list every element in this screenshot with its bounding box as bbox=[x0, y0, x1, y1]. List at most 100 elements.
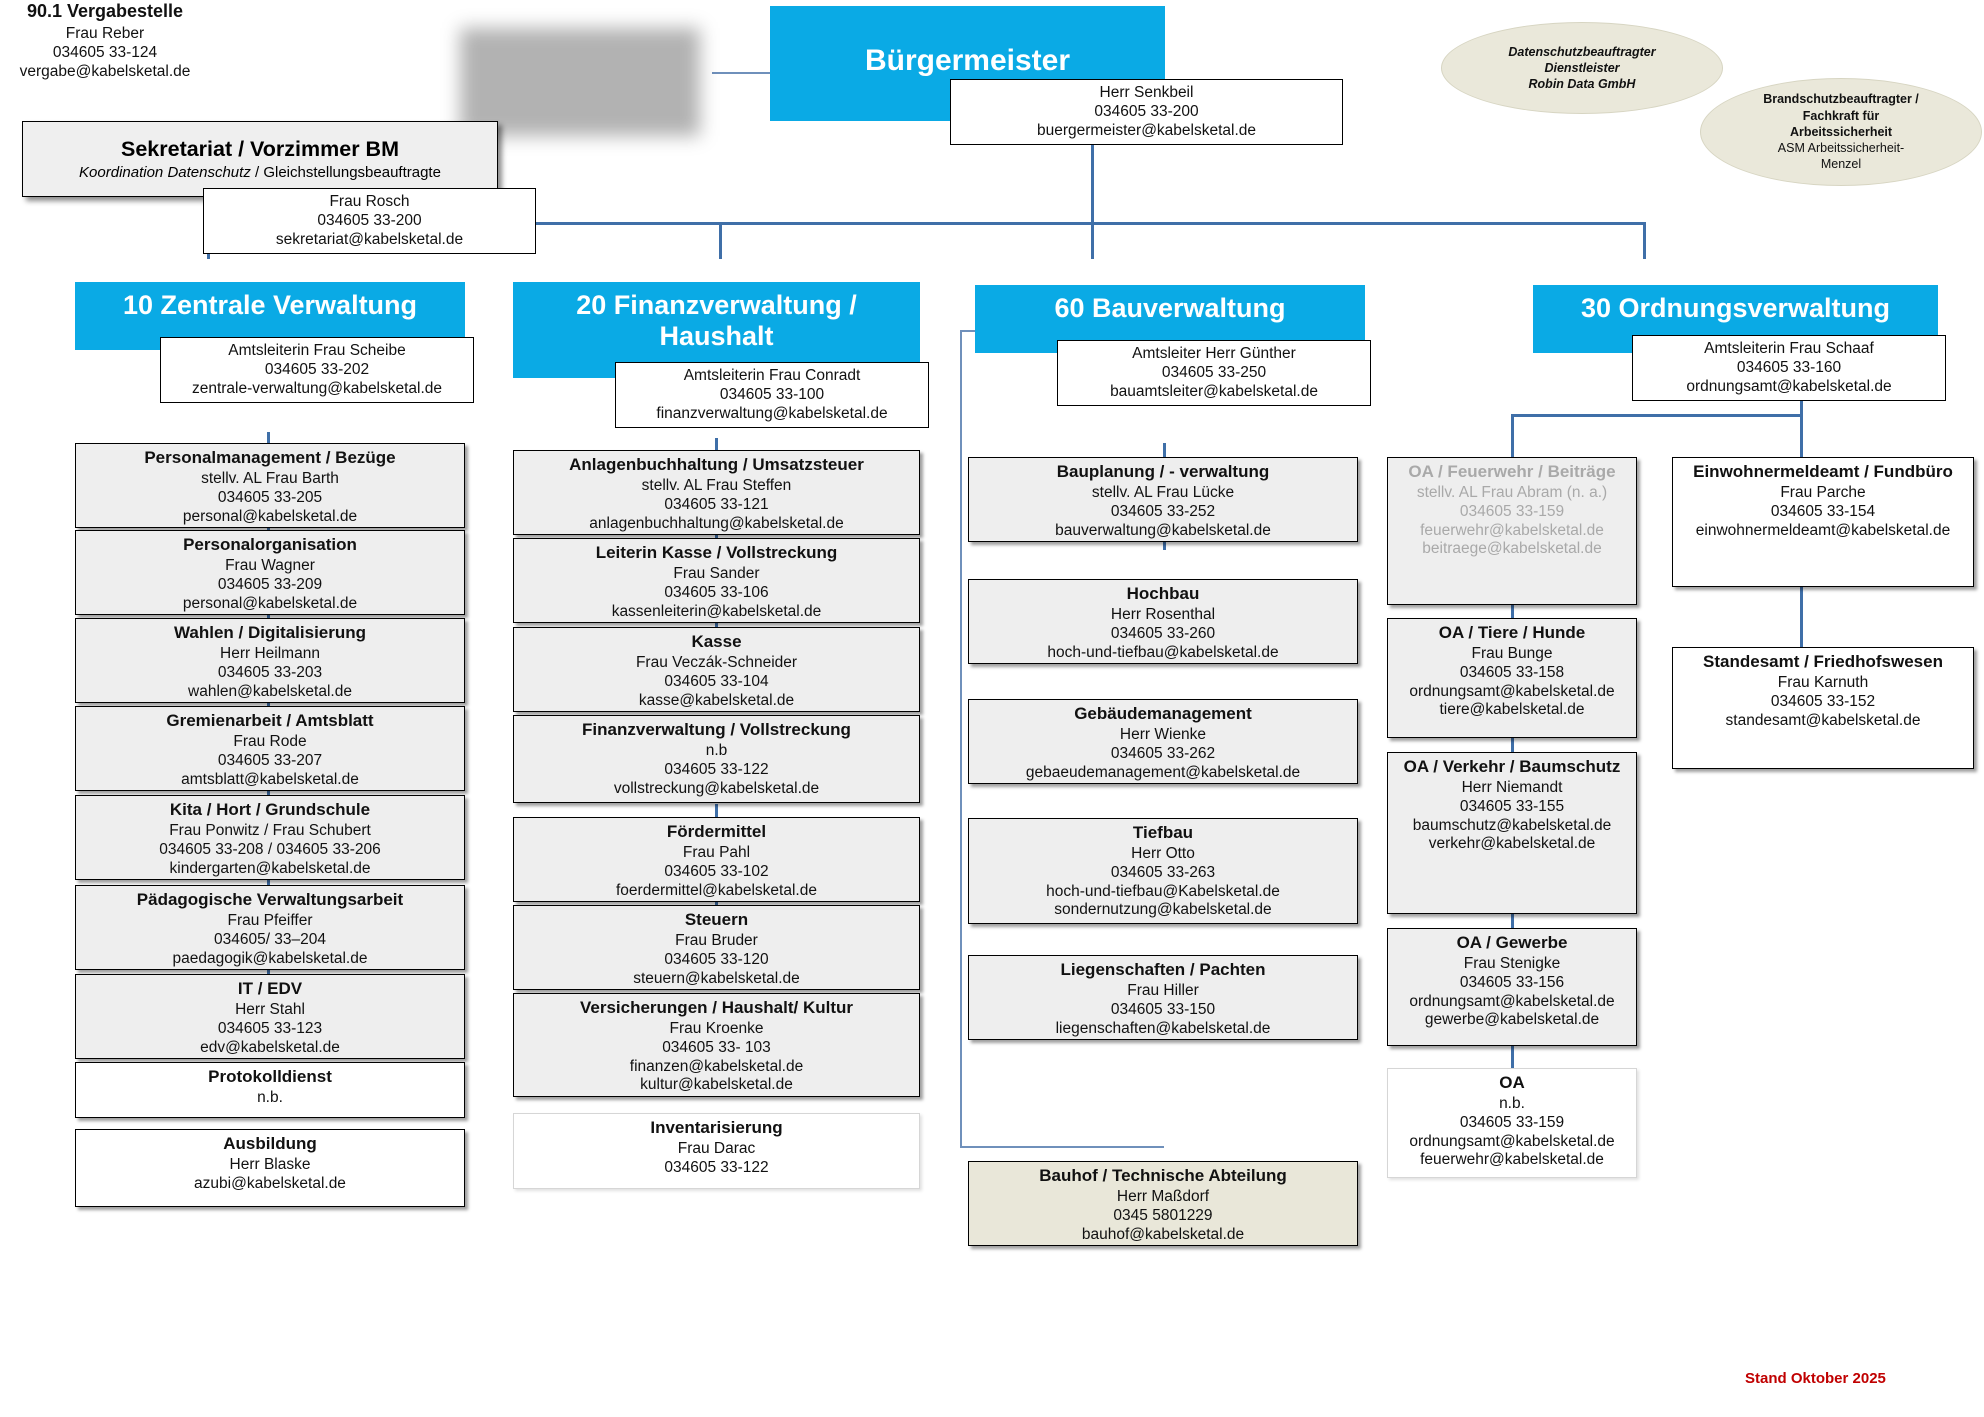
sekretariat-subtitle: Koordination Datenschutz / Gleichstellun… bbox=[79, 163, 441, 181]
connector-col1-1 bbox=[267, 432, 270, 444]
unit-wahlen-digitalisierung[interactable]: Wahlen / Digitalisierung Herr Heilmann 0… bbox=[75, 618, 465, 703]
unit-line: gebaeudemanagement@kabelsketal.de bbox=[1025, 763, 1301, 781]
unit-title: Liegenschaften / Pachten bbox=[1060, 960, 1266, 979]
sekretariat-header[interactable]: Sekretariat / Vorzimmer BM Koordination … bbox=[22, 121, 498, 197]
unit-liegenschaften-pachten[interactable]: Liegenschaften / Pachten Frau Hiller 034… bbox=[968, 955, 1358, 1040]
unit-anlagenbuchhaltung[interactable]: Anlagenbuchhaltung / Umsatzsteuer stellv… bbox=[513, 450, 920, 535]
unit-line: Frau Bruder bbox=[675, 931, 758, 949]
connector-col3-2 bbox=[1163, 536, 1166, 550]
unit-line: Frau Kroenke bbox=[669, 1019, 764, 1037]
mayor-card[interactable]: Herr Senkbeil 034605 33-200 buergermeist… bbox=[950, 79, 1343, 145]
sekretariat-title: Sekretariat / Vorzimmer BM bbox=[120, 136, 399, 161]
unit-foerdermittel[interactable]: Fördermittel Frau Pahl 034605 33-102 foe… bbox=[513, 817, 920, 902]
unit-line: paedagogik@kabelsketal.de bbox=[172, 949, 368, 967]
unit-kita-hort-grundschule[interactable]: Kita / Hort / Grundschule Frau Ponwitz /… bbox=[75, 795, 465, 880]
unit-finanzverwaltung-vollstreckung[interactable]: Finanzverwaltung / Vollstreckung n.b 034… bbox=[513, 715, 920, 803]
oval-brandschutz-line-5: Menzel bbox=[1820, 157, 1862, 172]
unit-line: 034605 33-106 bbox=[664, 583, 769, 601]
oval-datenschutz-line-1: Datenschutzbeauftragter bbox=[1508, 44, 1656, 59]
unit-line: kultur@kabelsketal.de bbox=[640, 1076, 793, 1094]
unit-oa-gewerbe[interactable]: OA / Gewerbe Frau Stenigke 034605 33-156… bbox=[1387, 928, 1637, 1046]
unit-line: Frau Pfeiffer bbox=[227, 911, 313, 929]
connector-drop-dept-4 bbox=[1643, 222, 1646, 259]
unit-line: personal@kabelsketal.de bbox=[182, 594, 358, 612]
dept-lead-card-zentrale[interactable]: Amtsleiterin Frau Scheibe 034605 33-202 … bbox=[160, 337, 474, 403]
unit-oa-tiere-hunde[interactable]: OA / Tiere / Hunde Frau Bunge 034605 33-… bbox=[1387, 618, 1637, 738]
unit-title: OA / Feuerwehr / Beiträge bbox=[1408, 462, 1616, 481]
connector-col4-l4 bbox=[1511, 1046, 1514, 1068]
dept-lead-card-ordnung[interactable]: Amtsleiterin Frau Schaaf 034605 33-160 o… bbox=[1632, 335, 1946, 401]
unit-line: azubi@kabelsketal.de bbox=[194, 1174, 346, 1192]
unit-title: Gremienarbeit / Amtsblatt bbox=[166, 711, 374, 730]
unit-personalmanagement[interactable]: Personalmanagement / Bezüge stellv. AL F… bbox=[75, 443, 465, 528]
unit-inventarisierung[interactable]: Inventarisierung Frau Darac 034605 33-12… bbox=[513, 1113, 920, 1189]
unit-it-edv[interactable]: IT / EDV Herr Stahl 034605 33-123 edv@ka… bbox=[75, 974, 465, 1059]
oval-brandschutzbeauftragter[interactable]: Brandschutzbeauftragter / Fachkraft für … bbox=[1700, 78, 1982, 186]
vergabestelle-node[interactable]: 90.1 Vergabestelle Frau Reber 034605 33-… bbox=[0, 0, 210, 82]
unit-steuern[interactable]: Steuern Frau Bruder 034605 33-120 steuer… bbox=[513, 905, 920, 990]
unit-line: 034605 33-209 bbox=[217, 575, 323, 593]
unit-line: einwohnermeldeamt@kabelsketal.de bbox=[1695, 521, 1951, 539]
connector-vergabe-mayor bbox=[712, 72, 774, 74]
unit-line: 0345 5801229 bbox=[1113, 1206, 1213, 1224]
sekretariat-name: Frau Rosch bbox=[329, 193, 410, 210]
unit-ausbildung[interactable]: Ausbildung Herr Blaske azubi@kabelsketal… bbox=[75, 1129, 465, 1207]
unit-title: Finanzverwaltung / Vollstreckung bbox=[582, 720, 851, 739]
lead-phone-zentrale: 034605 33-202 bbox=[264, 360, 370, 378]
unit-personalorganisation[interactable]: Personalorganisation Frau Wagner 034605 … bbox=[75, 530, 465, 615]
unit-title: Fördermittel bbox=[666, 822, 767, 841]
unit-line: Herr Stahl bbox=[235, 1000, 305, 1018]
connector-col2-1 bbox=[715, 438, 718, 451]
unit-title: Kita / Hort / Grundschule bbox=[169, 800, 371, 819]
unit-title: Anlagenbuchhaltung / Umsatzsteuer bbox=[569, 455, 864, 474]
unit-einwohnermeldeamt-fundbuero[interactable]: Einwohnermeldeamt / Fundbüro Frau Parche… bbox=[1672, 457, 1974, 587]
unit-line: Frau Karnuth bbox=[1777, 673, 1869, 691]
unit-line: ordnungsamt@kabelsketal.de bbox=[1409, 682, 1615, 700]
unit-line: feuerwehr@kabelsketal.de bbox=[1420, 521, 1604, 539]
unit-hochbau[interactable]: Hochbau Herr Rosenthal 034605 33-260 hoc… bbox=[968, 579, 1358, 664]
connector-col4-l1 bbox=[1511, 604, 1514, 618]
unit-gebaeudemanagement[interactable]: Gebäudemanagement Herr Wienke 034605 33-… bbox=[968, 699, 1358, 784]
unit-line: Frau Hiller bbox=[1127, 981, 1199, 999]
unit-leiterin-kasse-vollstreckung[interactable]: Leiterin Kasse / Vollstreckung Frau Sand… bbox=[513, 538, 920, 623]
unit-title: Gebäudemanagement bbox=[1074, 704, 1252, 723]
unit-protokolldienst[interactable]: Protokolldienst n.b. bbox=[75, 1062, 465, 1118]
unit-bauplanung-verwaltung[interactable]: Bauplanung / - verwaltung stellv. AL Fra… bbox=[968, 457, 1358, 542]
unit-paedagogische-verwaltungsarbeit[interactable]: Pädagogische Verwaltungsarbeit Frau Pfei… bbox=[75, 885, 465, 970]
unit-kasse[interactable]: Kasse Frau Veczák-Schneider 034605 33-10… bbox=[513, 627, 920, 712]
unit-line: 034605 33-205 bbox=[217, 488, 323, 506]
unit-gremienarbeit-amtsblatt[interactable]: Gremienarbeit / Amtsblatt Frau Rode 0346… bbox=[75, 706, 465, 791]
connector-main-bus bbox=[207, 222, 1644, 225]
unit-bauhof-technische-abteilung[interactable]: Bauhof / Technische Abteilung Herr Maßdo… bbox=[968, 1161, 1358, 1246]
lead-email-finanz: finanzverwaltung@kabelsketal.de bbox=[656, 404, 888, 422]
dept-title-zentrale: 10 Zentrale Verwaltung bbox=[122, 290, 418, 320]
connector-col1-7 bbox=[267, 962, 270, 984]
unit-title: Leiterin Kasse / Vollstreckung bbox=[595, 543, 838, 562]
connector-col4-split bbox=[1511, 414, 1802, 417]
sekretariat-card[interactable]: Frau Rosch 034605 33-200 sekretariat@kab… bbox=[203, 188, 536, 254]
dept-lead-card-finanz[interactable]: Amtsleiterin Frau Conradt 034605 33-100 … bbox=[615, 362, 929, 428]
unit-title: Einwohnermeldeamt / Fundbüro bbox=[1693, 462, 1953, 481]
unit-line: ordnungsamt@kabelsketal.de bbox=[1409, 1132, 1615, 1150]
unit-oa[interactable]: OA n.b. 034605 33-159 ordnungsamt@kabels… bbox=[1387, 1068, 1637, 1178]
unit-line: Frau Ponwitz / Frau Schubert bbox=[169, 821, 371, 839]
unit-line: personal@kabelsketal.de bbox=[182, 507, 358, 525]
unit-line: kassenleiterin@kabelsketal.de bbox=[611, 602, 822, 620]
oval-datenschutzbeauftragter[interactable]: Datenschutzbeauftragter Dienstleister Ro… bbox=[1441, 22, 1723, 114]
connector-bauhof-spine bbox=[960, 330, 962, 1148]
unit-line: 034605 33-122 bbox=[664, 760, 769, 778]
unit-versicherungen-haushalt-kultur[interactable]: Versicherungen / Haushalt/ Kultur Frau K… bbox=[513, 993, 920, 1097]
dept-lead-card-bau[interactable]: Amtsleiter Herr Günther 034605 33-250 ba… bbox=[1057, 340, 1371, 406]
unit-oa-verkehr-baumschutz[interactable]: OA / Verkehr / Baumschutz Herr Niemandt … bbox=[1387, 752, 1637, 914]
unit-oa-feuerwehr-beitraege[interactable]: OA / Feuerwehr / Beiträge stellv. AL Fra… bbox=[1387, 457, 1637, 605]
unit-line: 034605 33-158 bbox=[1459, 663, 1565, 681]
unit-line: 034605 33-150 bbox=[1110, 1000, 1216, 1018]
unit-line: steuern@kabelsketal.de bbox=[633, 969, 800, 987]
unit-line: 034605 33-203 bbox=[217, 663, 323, 681]
unit-line: anlagenbuchhaltung@kabelsketal.de bbox=[589, 514, 844, 532]
unit-line: Frau Veczák-Schneider bbox=[635, 653, 798, 671]
unit-tiefbau[interactable]: Tiefbau Herr Otto 034605 33-263 hoch-und… bbox=[968, 818, 1358, 924]
unit-line: wahlen@kabelsketal.de bbox=[188, 682, 352, 700]
unit-standesamt-friedhofswesen[interactable]: Standesamt / Friedhofswesen Frau Karnuth… bbox=[1672, 647, 1974, 769]
